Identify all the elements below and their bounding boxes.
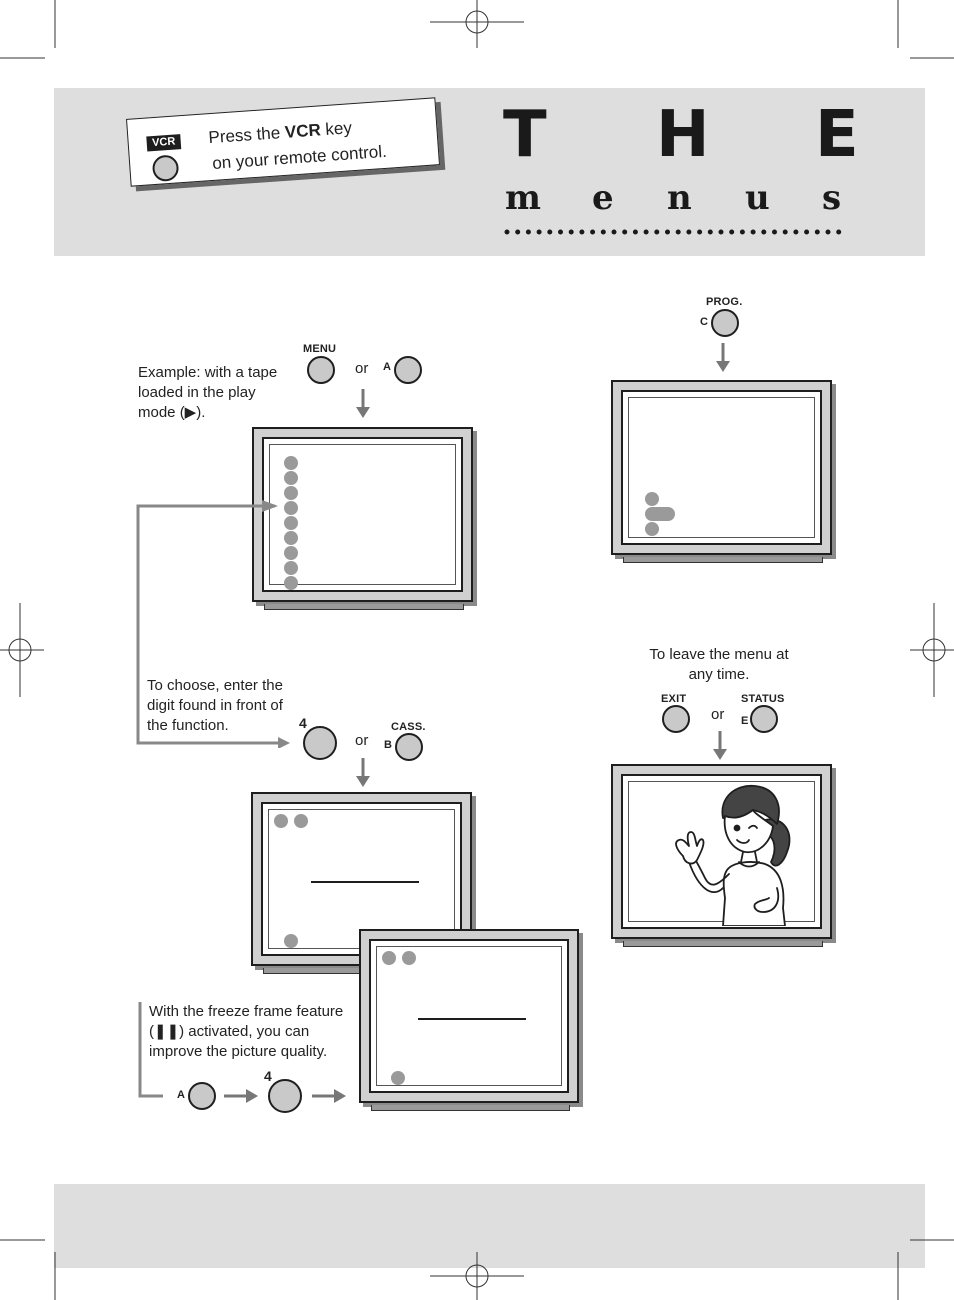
exit-button[interactable]	[662, 705, 690, 733]
prog-dot	[645, 522, 659, 536]
option-dot	[294, 814, 308, 828]
menu-button[interactable]	[307, 356, 335, 384]
option-dot	[274, 814, 288, 828]
menu-dot	[284, 456, 298, 470]
subtitle-letter-e: e	[592, 178, 614, 218]
a-label-2: A	[177, 1089, 186, 1101]
step3-bracket	[138, 1002, 163, 1098]
tv-screen-inner	[628, 397, 815, 538]
arrow-down-icon	[713, 731, 727, 760]
tv-stand	[623, 941, 823, 947]
status-e-button[interactable]	[750, 705, 778, 733]
e-label: E	[741, 715, 749, 727]
option-dot	[391, 1071, 405, 1085]
prog-c-button[interactable]	[711, 309, 739, 337]
menu-dot	[284, 516, 298, 530]
b-label: B	[384, 739, 393, 751]
arrow-right-icon	[224, 1089, 258, 1103]
waving-girl-illustration	[675, 785, 791, 926]
subtitle-letter-u: u	[745, 178, 770, 218]
or-text-2: or	[355, 732, 369, 749]
note-key: VCR	[284, 120, 322, 142]
vcr-badge: VCR	[146, 134, 182, 152]
tv-screen	[621, 390, 822, 545]
digit-4-label: 4	[299, 715, 307, 731]
step1-text: Example: with a tape loaded in the play …	[138, 364, 278, 421]
title-letter-h: H	[656, 98, 710, 172]
tv-screen-inner	[376, 946, 562, 1086]
a-button-2[interactable]	[188, 1082, 216, 1110]
tv-menu-screen	[252, 427, 473, 602]
tv-stand	[623, 557, 823, 563]
note-line-1: Press the VCR key	[207, 118, 353, 148]
menu-label: MENU	[303, 343, 337, 355]
option-line	[418, 1018, 526, 1020]
menu-dot	[284, 531, 298, 545]
tv-screen-inner	[269, 444, 456, 585]
digit-4-button-2[interactable]	[268, 1079, 302, 1113]
tv-screen	[621, 774, 822, 929]
option-dot	[284, 934, 298, 948]
prog-bar	[645, 507, 675, 521]
option-dot	[382, 951, 396, 965]
menu-dot	[284, 576, 298, 590]
c-label: C	[700, 316, 709, 328]
note-line-2: on your remote control.	[211, 141, 388, 173]
footer-band	[54, 1184, 925, 1268]
title-letter-e: E	[815, 98, 859, 172]
arrow-down-icon	[356, 389, 370, 418]
tv-screen	[262, 437, 463, 592]
digit-4-button[interactable]	[303, 726, 337, 760]
or-text-1: or	[355, 360, 369, 377]
connector-arrow	[136, 500, 290, 748]
title-dotted-rule	[504, 229, 842, 235]
tv-stand	[371, 1105, 570, 1111]
prog-dot	[645, 492, 659, 506]
arrow-down-icon	[716, 343, 730, 372]
or-text-3: or	[711, 706, 725, 723]
prog-label: PROG.	[706, 296, 743, 308]
exit-label: EXIT	[661, 693, 687, 705]
menu-dot	[284, 501, 298, 515]
menu-dot	[284, 546, 298, 560]
subtitle-letter-s: s	[822, 178, 842, 218]
tv-screen-inner	[268, 809, 455, 949]
tv-screen-inner	[628, 781, 815, 922]
a-label-1: A	[383, 361, 392, 373]
title-letter-t: T	[503, 98, 547, 172]
tv-picture-screen	[611, 764, 832, 939]
tv-screen	[369, 939, 569, 1093]
menu-dot	[284, 471, 298, 485]
subtitle-letter-m: m	[505, 178, 541, 218]
step2-text: To choose, enter the digit found in fron…	[147, 677, 283, 734]
arrow-right-icon	[312, 1089, 346, 1103]
menu-dot	[284, 486, 298, 500]
cass-label: CASS.	[391, 721, 426, 733]
tv-prog-screen	[611, 380, 832, 555]
step3-text: With the freeze frame feature (❚❚) activ…	[149, 1003, 344, 1060]
option-dot	[402, 951, 416, 965]
tv-stand	[263, 968, 361, 974]
arrow-down-icon	[356, 758, 370, 787]
status-label: STATUS	[741, 693, 785, 705]
a-button-1[interactable]	[394, 356, 422, 384]
option-line	[311, 881, 419, 883]
digit-4-label-2: 4	[264, 1068, 272, 1084]
menu-dot	[284, 561, 298, 575]
leave-text: To leave the menu at any time.	[649, 646, 789, 683]
tv-stand	[264, 604, 464, 610]
tv-freeze-screen	[359, 929, 579, 1103]
subtitle-letter-n: n	[667, 178, 692, 218]
vcr-button[interactable]	[151, 154, 180, 183]
cass-b-button[interactable]	[395, 733, 423, 761]
